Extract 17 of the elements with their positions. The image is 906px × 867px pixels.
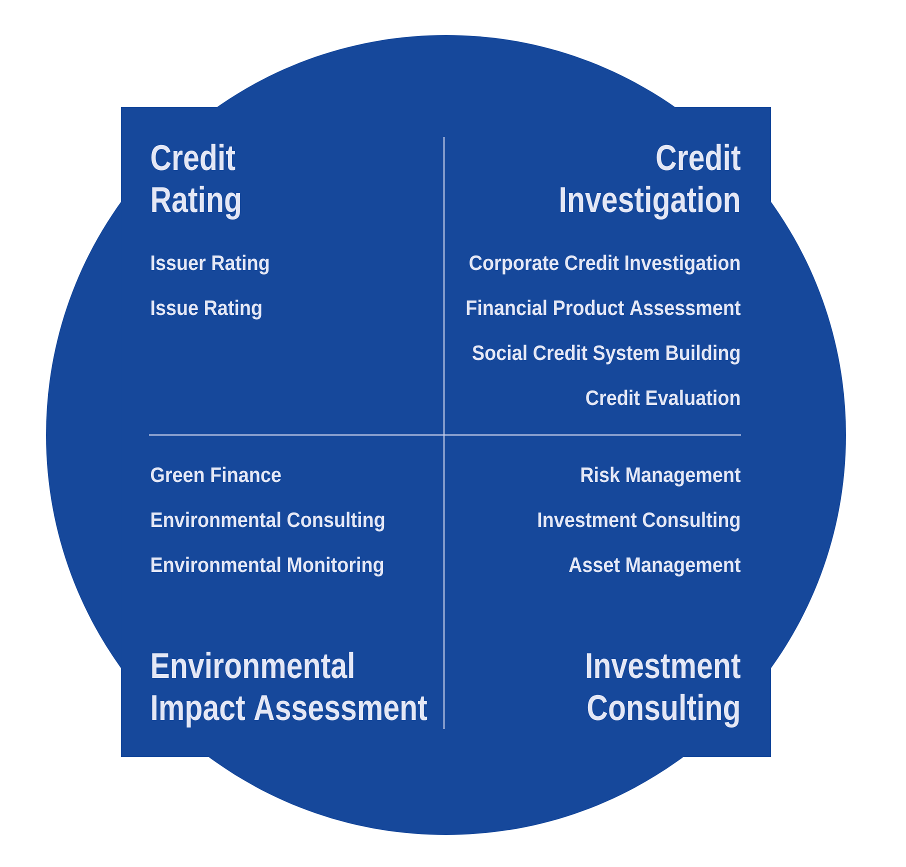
service-item: Investment Consulting [538,512,740,532]
heading: Investment Consulting [586,653,740,728]
service-item: Corporate Credit Investigation [470,254,740,274]
service-item: Financial Product Assessment [466,300,741,316]
service-item: Risk Management [581,466,741,486]
service-item: Green Finance [150,466,281,482]
service-item: Issue Rating [151,300,262,320]
service-item: Environmental Monitoring [151,556,384,576]
heading: Credit Investigation [560,144,740,220]
circle-background [46,35,846,835]
service-item: Asset Management [569,558,741,576]
service-item: Environmental Consulting [151,512,384,532]
service-item: Social Credit System Building [472,344,740,364]
heading: Credit Rating [151,144,240,220]
service-item: Credit Evaluation [586,390,740,406]
heading: Environmental Impact Assessment [152,652,428,728]
service-item: Issuer Rating [151,254,269,274]
